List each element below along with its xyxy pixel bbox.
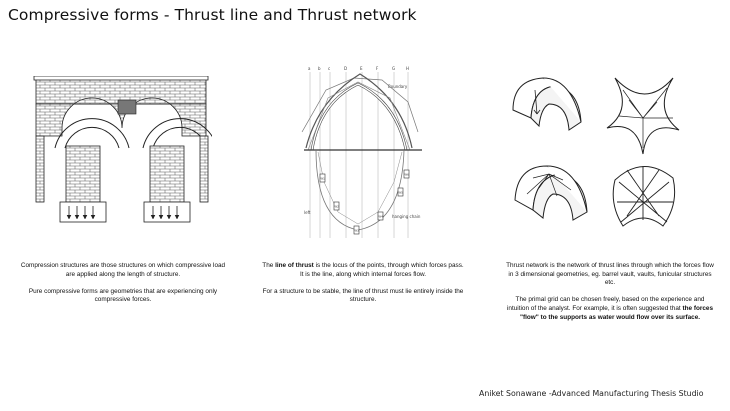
hanging-chain-label: hanging chain xyxy=(392,214,421,219)
weight-label: W5 xyxy=(399,191,404,195)
diagram-letter: c xyxy=(328,66,330,71)
left-label: left xyxy=(304,210,311,215)
line-of-thrust-text: The line of thrust is the locus of the p… xyxy=(260,262,466,314)
boundary-label: Boundary xyxy=(388,84,408,89)
paragraph: Pure compressive forms are geometries th… xyxy=(28,287,218,304)
diagram-letter: D xyxy=(344,66,347,71)
paragraph: For a structure to be stable, the line o… xyxy=(262,287,464,304)
thrust-line-diagram: a b c D E F G H Boundary hanging chain l… xyxy=(301,66,422,238)
masonry-arches-illustration xyxy=(33,76,212,223)
paragraph: Thrust network is the network of thrust … xyxy=(506,262,714,287)
thrust-network-illustration xyxy=(512,77,680,227)
paragraph: The primal grid can be chosen freely, ba… xyxy=(505,296,715,322)
weight-label: W3 xyxy=(355,229,360,233)
page-title: Compressive forms - Thrust line and Thru… xyxy=(8,6,417,24)
paragraph: Compression structures are those structu… xyxy=(20,262,226,278)
text-span: The primal grid can be chosen freely, ba… xyxy=(506,296,705,312)
text-span: The xyxy=(262,262,276,269)
thrust-network-text: Thrust network is the network of thrust … xyxy=(505,262,715,331)
weight-label: W6 xyxy=(405,173,410,177)
diagram-letter: H xyxy=(406,66,409,71)
diagram-letter: E xyxy=(360,66,363,71)
text-span: is the locus of the points, through whic… xyxy=(299,262,464,278)
bold-term: line of thrust xyxy=(275,262,314,269)
diagram-letter: G xyxy=(392,66,395,71)
diagram-letter: a xyxy=(308,66,311,71)
diagram-letter: b xyxy=(318,66,321,71)
bold-phrase: the forces "flow" to the supports as wat… xyxy=(519,304,714,321)
diagram-letter: F xyxy=(376,66,379,71)
weight-label: W1 xyxy=(321,177,326,181)
weight-label: W4 xyxy=(379,215,384,219)
compression-structures-text: Compression structures are those structu… xyxy=(20,262,226,314)
weight-label: W2 xyxy=(335,205,340,209)
paragraph: The line of thrust is the locus of the p… xyxy=(260,262,466,279)
footer-credit: Aniket Sonawane -Advanced Manufacturing … xyxy=(479,389,704,398)
